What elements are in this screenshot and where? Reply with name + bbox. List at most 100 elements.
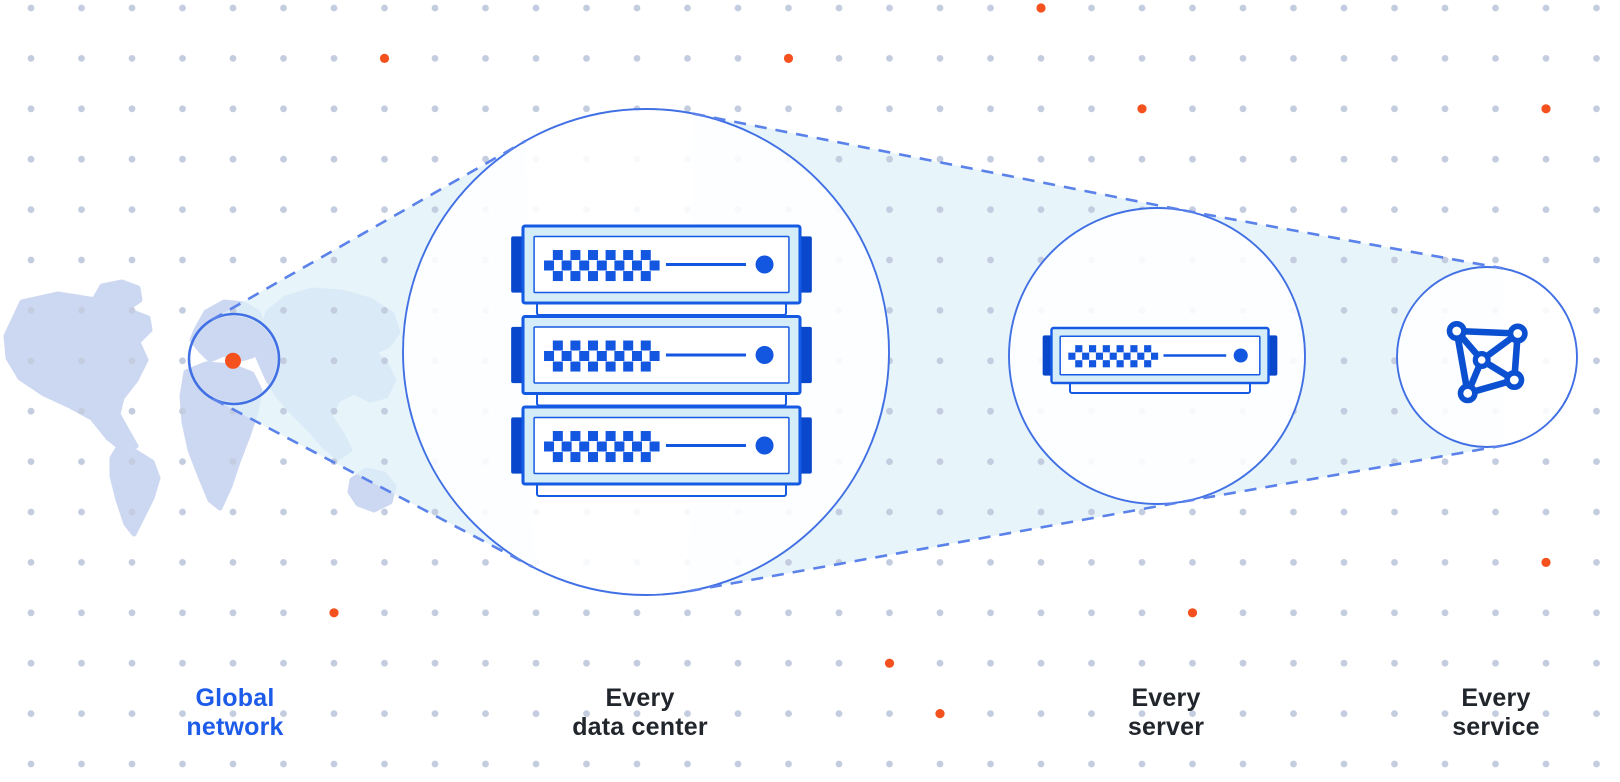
grid-dot [1492,559,1499,566]
grid-dot [78,55,85,62]
grid-dot [886,710,893,717]
grid-dot [1542,458,1550,465]
grid-dot [1088,55,1095,62]
server-led-dot [755,436,774,455]
grid-dot [1239,609,1247,617]
grid-dot [381,760,388,768]
grid-dot [1542,155,1550,163]
grid-dot [1492,458,1499,465]
vent-dot [570,340,581,351]
grid-dot [734,760,742,768]
vent-dot [579,260,590,271]
grid-dot [835,4,843,12]
grid-dot [330,55,338,62]
grid-dot [886,4,893,12]
grid-dot [78,105,85,113]
vent-dot [631,260,642,271]
grid-dot [280,760,287,768]
grid-dot [1037,155,1045,163]
grid-dot [1138,4,1146,12]
zoom-guide-dashed-line [212,397,534,569]
grid-dot [1492,710,1499,717]
grid-dot [936,105,944,113]
grid-dot [27,458,35,465]
grid-dot [1492,4,1499,12]
label-line: server [1127,713,1205,741]
grid-dot [179,710,186,717]
grid-dot [1340,710,1348,717]
grid-dot [936,559,944,566]
grid-dot [27,407,35,415]
grid-dot [330,508,338,516]
orange-dot [1036,3,1046,13]
grid-dot [381,609,388,617]
vent-dot [1068,352,1076,360]
grid-dot [1239,710,1247,717]
label-every-server: Every server [1128,684,1204,742]
grid-dot [886,105,893,113]
vent-dot [552,271,563,282]
grid-dot [633,55,641,62]
server-led-dot [755,345,774,365]
grid-dot [1239,55,1247,62]
grid-dot [1391,55,1398,62]
continent-north-america [3,291,153,455]
grid-dot [684,710,691,717]
grid-dot [330,307,338,314]
grid-dot [1340,659,1348,667]
grid-dot [78,559,85,566]
grid-dot [27,206,35,214]
grid-dot [128,256,136,264]
grid-dot [684,609,691,617]
grid-dot [381,4,388,12]
grid-dot [280,458,287,465]
grid-dot [1189,155,1196,163]
vent-dot [570,452,581,463]
grid-dot [27,4,35,12]
mesh-node-c [1472,351,1491,370]
grid-dot [1340,357,1348,365]
grid-dot [583,760,590,768]
grid-dot [1441,559,1449,566]
grid-dot [1542,760,1550,768]
grid-dot [27,760,35,768]
grid-dot [583,659,590,667]
grid-dot [280,609,287,617]
grid-dot [431,659,439,667]
grid-dot [179,407,186,415]
grid-dot [1391,659,1398,667]
vent-dot [552,340,563,351]
vent-dot [1116,345,1124,353]
grid-dot [1542,659,1550,667]
grid-dot [381,659,388,667]
grid-dot [179,155,186,163]
dashed-tangent-lines [211,112,1504,593]
grid-dot [482,105,489,113]
grid-dot [482,710,489,717]
grid-dot [1037,710,1045,717]
grid-dot [633,710,641,717]
grid-dot [27,105,35,113]
vent-dot [561,260,572,271]
grid-dot [1391,710,1398,717]
grid-dot [1088,609,1095,617]
grid-dot [78,458,85,465]
grid-dot [1340,55,1348,62]
grid-dot [1340,155,1348,163]
grid-dot [1189,760,1196,768]
grid-dot [431,508,439,516]
orange-dot [379,53,390,64]
grid-dot [734,659,742,667]
grid-dot [27,710,35,717]
vent-dot [544,260,555,271]
vent-dot [588,250,599,261]
vent-dot [1088,345,1097,353]
grid-dot [431,55,439,62]
grid-dot [1290,55,1297,62]
grid-dot [1593,760,1600,768]
grid-dot [1290,105,1297,113]
grid-dot [229,55,237,62]
grid-dot [229,710,237,717]
grid-dot [78,760,85,768]
